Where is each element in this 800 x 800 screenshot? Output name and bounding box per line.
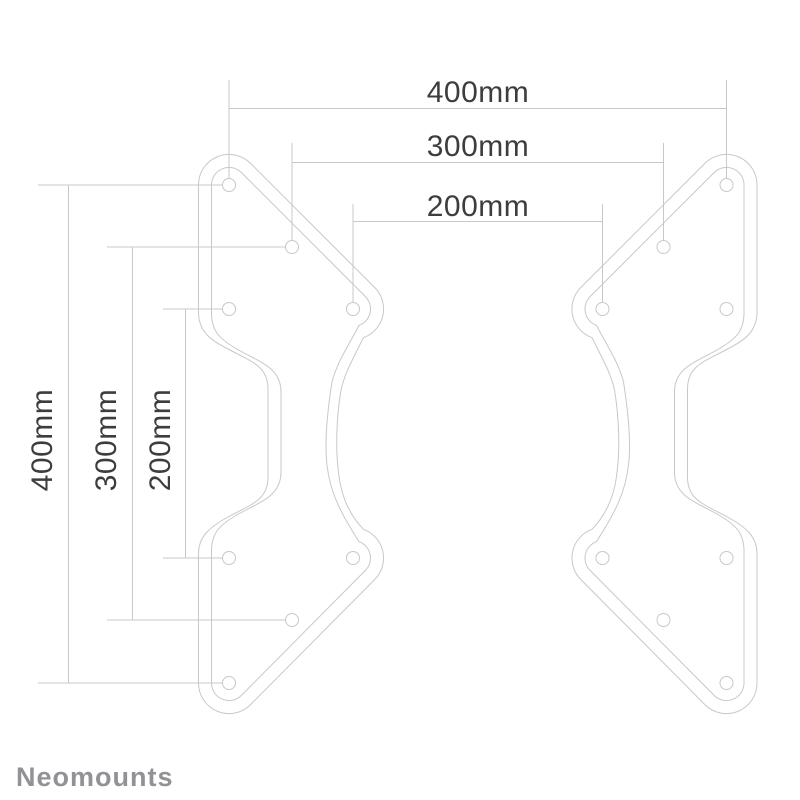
mounting-hole xyxy=(285,240,299,254)
mounting-hole xyxy=(346,302,360,316)
mounting-hole xyxy=(346,551,360,565)
mounting-hole xyxy=(222,551,236,565)
mounting-hole xyxy=(719,178,734,192)
dim-label-top-400: 400mm xyxy=(427,76,530,109)
mounting-hole xyxy=(285,613,299,627)
right-adapter-plate xyxy=(571,153,758,715)
mounting-hole xyxy=(719,302,734,316)
mounting-hole xyxy=(595,551,610,565)
mounting-hole xyxy=(719,551,734,565)
mounting-hole xyxy=(719,676,734,690)
dimension-labels: 400mm 300mm 200mm 400mm 300mm 200mm xyxy=(26,76,529,491)
plate-inner-outline xyxy=(210,166,371,702)
dim-label-top-200: 200mm xyxy=(427,190,530,223)
mounting-hole xyxy=(222,178,236,192)
plate-inner-outline xyxy=(584,166,745,702)
mounting-holes xyxy=(595,178,734,690)
dimension-lines xyxy=(38,80,727,684)
plate-outer-outline xyxy=(571,153,758,715)
brand-logo: Neomounts xyxy=(16,762,174,792)
plate-outer-outline xyxy=(197,153,384,715)
mounting-hole xyxy=(595,302,610,316)
mounting-holes xyxy=(222,178,360,690)
dim-label-top-300: 300mm xyxy=(427,130,530,163)
mounting-hole xyxy=(222,302,236,316)
mounting-hole xyxy=(222,676,236,690)
left-adapter-plate xyxy=(197,153,384,715)
mounting-hole xyxy=(656,240,671,254)
dim-label-left-400: 400mm xyxy=(26,389,59,492)
dim-label-left-200: 200mm xyxy=(144,389,177,492)
mounting-hole xyxy=(656,613,671,627)
dim-label-left-300: 300mm xyxy=(90,389,123,492)
